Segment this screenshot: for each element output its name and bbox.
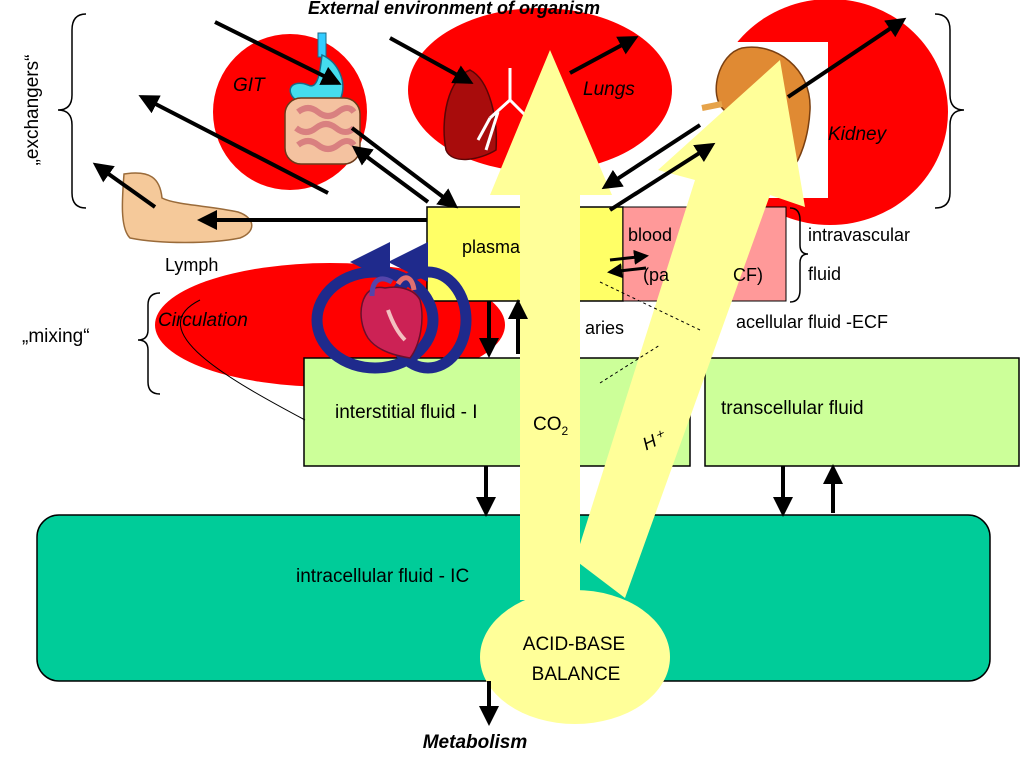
arrow-plasma-to-kidney [608,142,716,212]
dashed-ecf-line-2 [599,281,701,331]
balance-label-line2: BALANCE [532,664,621,685]
mixing-brace [137,292,161,395]
exchangers-brace [57,13,87,209]
fluid-label: fluid [808,264,841,284]
arrow-into-foot [92,162,157,209]
blood-sub-label-a: (pa [643,265,670,285]
blood-sub-label-b: CF) [733,265,763,285]
arrow-kidney-to-plasma [601,123,702,190]
metabolism-label: Metabolism [423,732,528,753]
blood-label: blood [628,225,672,245]
arrow-into-git [214,20,342,85]
capillaries-label: aries [585,318,624,338]
arrow-from-git [138,95,329,195]
arrow-from-kidney [786,17,907,99]
lungs-label: Lungs [583,79,635,100]
arrow-into-lungs [389,36,474,84]
balance-label-line1: ACID-BASE [523,634,625,655]
foot-icon [121,172,253,244]
plasma-label: plasma [462,237,521,257]
transcellular-box [704,357,1020,467]
diagram-title: External environment of organism [308,0,600,18]
kidney-label: Kidney [828,124,888,145]
intestine-icon [284,32,361,165]
right-brace [934,13,965,209]
heart-icon [360,275,423,359]
mixing-label: „mixing“ [22,326,90,347]
arrow-git-to-plasma [350,126,459,209]
arrow-blood-to-plasma [607,263,647,279]
arrow-plasma-to-blood [609,249,649,265]
lungs-icon [443,68,540,161]
exchangers-label: „exchangers“ [22,55,43,166]
intravascular-label: intravascular [808,225,910,245]
intracellular-label: intracellular fluid - IC [296,566,469,587]
circulation-thin-line [180,299,306,421]
h-plus-arrow [575,60,805,598]
git-label: GIT [233,75,266,96]
interstitial-label: interstitial fluid - I [335,402,478,423]
co2-subscript: 2 [562,424,569,438]
arrow-plasma-to-git [351,145,430,204]
intravascular-brace [789,207,809,303]
circulation-label: Circulation [158,310,248,331]
lymph-label: Lymph [165,255,218,275]
acid-base-balance-ellipse [480,590,670,724]
co2-label: CO2 [533,414,569,438]
ecf-label: acellular fluid -ECF [736,312,888,332]
co2-arrow [490,50,612,600]
arrow-from-lungs [569,36,639,75]
transcellular-label: transcellular fluid [721,398,864,419]
